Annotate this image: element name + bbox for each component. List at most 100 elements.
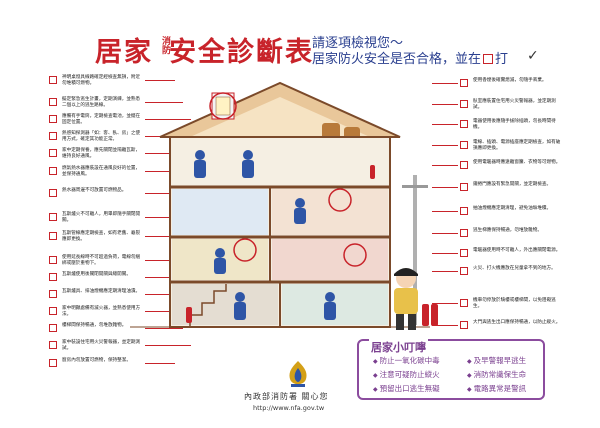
checklist-item-text: 使用香煙後確實熄滅，勿隨手丟棄。 [473,78,547,83]
checklist-item-text: 使用電暖器時應遠離窗簾、衣物等可燃物。 [473,160,561,165]
checkbox[interactable] [49,256,57,264]
leader-line [432,145,458,146]
checkbox[interactable] [49,115,57,123]
title-part2: 安全診斷表 [169,37,314,68]
checklist-item-text: 家中裝設住宅用火災警報器，並定期測試。 [62,340,141,351]
leader-line [145,193,175,194]
checklist-item-text: 鐵捲門應設有緊急開關，並定期檢查。 [473,182,552,187]
checklist-item-text: 家中定期保養，應先關閉並隔離瓦斯，維持良好通風。 [62,148,141,159]
checklist-item-text: 瓦斯爐具、排油煙機應定期清理油漬。 [62,289,141,294]
checkbox[interactable] [460,249,468,257]
checklist-item-text: 擬定緊急逃生計畫，定期演練，並熟悉二個以上的逃生路線。 [62,97,141,108]
checklist-item-text: 廚房內勿放置可燃物，保持整潔。 [62,358,131,363]
leader-line [145,294,191,295]
checkbox[interactable] [49,273,57,281]
checklist-item-text: 瓦斯管線應定期檢查，如有老舊、龜裂應即更換。 [62,231,141,242]
leader-line [145,363,175,364]
checkbox[interactable] [460,229,468,237]
checkbox[interactable] [460,141,468,149]
leader-line [145,345,191,346]
leader-line [145,260,175,261]
checklist-item-left: 家中定期保養，應先關閉並隔離瓦斯，維持良好通風。 [49,148,183,164]
house-illustration-icon [130,75,430,335]
checkbox[interactable] [49,290,57,298]
checklist-item-right: 火災、打火機應放在兒童拿不到的地方。 [432,266,570,282]
checklist-item-text: 熱感知探測器「如：客、臥、房」之使用方式，確定其功能正常。 [62,131,141,142]
tips-title: 居家小叮嚀 [369,339,428,355]
leader-line [145,119,191,120]
checklist-item-left: 樓梯間保持暢通，勿堆放雜物。 [49,323,183,339]
house-svg [130,81,430,328]
checkbox[interactable] [49,149,57,157]
checklist-item-text: 神明桌燈具線路確定經檢查無損，附近勿堆積可燃物。 [62,75,141,86]
checklist-item-left: 擬定緊急逃生計畫，定期演練，並熟悉二個以上的逃生路線。 [49,97,183,113]
checklist-item-text: 臥室應裝置住宅用火災警報器，並定期測試。 [473,99,556,110]
checklist-item-left: 使用延長線時不可超過負荷，電線勿綑綁或壓於重物下。 [49,255,175,271]
firefighter-icon [394,268,438,330]
checklist-item-right: 電暖器使用時不可離人，外出應關閉電源。 [432,248,570,264]
checkbox[interactable] [49,324,57,332]
checklist-item-text: 電線、插頭、電源插座應定期檢查，如有破損應即更換。 [473,140,561,151]
checklist-item-left: 燃氣熱水器應裝設在通風良好的位置，並保持通風。 [49,166,191,182]
checkbox[interactable] [460,161,468,169]
checkbox[interactable] [460,100,468,108]
checkbox[interactable] [460,299,468,307]
checklist-item-text: 熱水器周邊不可放置可燃物品。 [62,188,127,193]
leader-line [432,303,458,304]
checklist-item-text: 瓦斯爐火不可離人，用畢即隨手關閉開關。 [62,212,141,223]
checklist-item-left: 應備有手電筒，定期檢查電池，並擺在固定位置。 [49,114,191,130]
leader-line [432,233,458,234]
checkmark-icon: ✓ [527,48,539,64]
checkbox[interactable] [460,267,468,275]
checkbox[interactable] [460,321,468,329]
checklist-item-text: 燃氣熱水器應裝設在通風良好的位置，並保持通風。 [62,166,141,177]
tip-item: 電路異常是警訊 [467,383,527,394]
checkbox[interactable] [49,213,57,221]
leader-line [145,153,183,154]
checklist-item-right: 機車勿停放於騎樓或樓梯間，以免阻礙逃生。 [432,298,570,314]
checklist-item-right: 使用電暖器時應遠離窗簾、衣物等可燃物。 [432,160,570,176]
leader-line [145,102,183,103]
checklist-item-text: 樓梯間保持暢通，勿堆放雜物。 [62,323,127,328]
fire-safety-emblem-icon [289,361,307,387]
tip-item: 防止一氧化碳中毒 [373,355,440,366]
tip-item: 注意可疑防止縱火 [373,369,440,380]
leader-line [145,236,191,237]
leader-line [432,187,458,188]
checklist-item-left: 家中裝設住宅用火災警報器，並定期測試。 [49,340,191,356]
checklist-item-left: 神明桌燈具線路確定經檢查無損，附近勿堆積可燃物。 [49,75,175,91]
leader-line [145,328,183,329]
checkbox[interactable] [460,183,468,191]
checklist-item-left: 瓦斯爐使用後關閉開關與總開關。 [49,272,183,288]
checklist-item-text: 應備有手電筒，定期檢查電池，並擺在固定位置。 [62,114,141,125]
tip-item: 預留出口逃生無礙 [373,383,440,394]
checkbox[interactable] [49,76,57,84]
checkbox[interactable] [49,232,57,240]
checkbox[interactable] [49,98,57,106]
checkbox[interactable] [460,120,468,128]
title-small: 消防 [160,36,170,54]
checklist-item-text: 使用延長線時不可超過負荷，電線勿綑綁或壓於重物下。 [62,255,141,266]
leader-line [432,104,458,105]
leader-line [432,165,458,166]
checkbox[interactable] [49,307,57,315]
leader-line [145,80,175,81]
leader-line [432,271,458,272]
checklist-item-right: 電器使用後應隨手拔除插頭，勿長時間待機。 [432,119,570,135]
checkbox[interactable] [49,132,57,140]
leader-line [145,171,191,172]
subtitle: 請逐項檢視您～ 居家防火安全是否合格，並在打 [312,36,508,68]
checklist-item-right: 使用香煙後確實熄滅，勿隨手丟棄。 [432,78,570,94]
tip-item: 及早警報早逃生 [467,355,527,366]
leader-line [432,83,458,84]
checklist-item-right: 電線、插頭、電源插座應定期檢查，如有破損應即更換。 [432,140,570,156]
checklist-item-right: 大門與逃生出口應保持暢通，以防止縱火。 [432,320,570,336]
checkbox[interactable] [49,359,57,367]
page-title: 居家安全診斷表 [95,30,314,69]
checkbox[interactable] [460,207,468,215]
checkbox[interactable] [460,79,468,87]
checkbox[interactable] [49,341,57,349]
checkbox[interactable] [49,189,57,197]
checkbox[interactable] [49,167,57,175]
subtitle-line2: 居家防火安全是否合格，並在打 [312,52,509,67]
